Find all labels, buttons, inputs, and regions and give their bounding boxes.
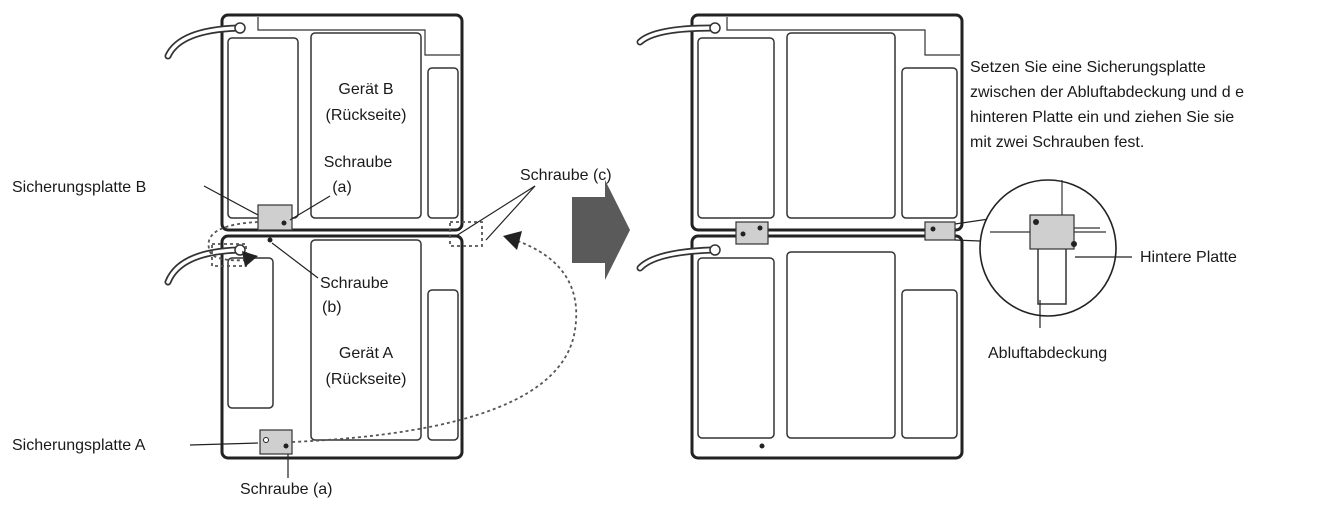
- screw-c-label: Schraube (c): [520, 167, 612, 184]
- unit-b-top-rail: [257, 17, 460, 56]
- assembled-top-left-panel: [697, 37, 775, 219]
- unit-a-label-line1: Gerät A: [339, 345, 394, 362]
- unit-a-label-line2: (Rückseite): [326, 371, 407, 388]
- unit-b: [164, 13, 464, 232]
- assembled-top-center-panel: [786, 32, 896, 219]
- plate-b-label: Sicherungsplatte B: [12, 179, 146, 196]
- unit-a-right-panel: [427, 289, 459, 441]
- instruction-line-4: mit zwei Schrauben fest.: [970, 134, 1144, 151]
- screw-a-top-label-line1: Schraube: [324, 154, 393, 171]
- plate-b-move-arrowhead: [242, 251, 258, 267]
- unit-b-hose-port: [234, 22, 246, 34]
- screw-a-top-label-line2: (a): [332, 179, 352, 196]
- left-assembly: Gerät B (Rückseite) Schraube (a) Sicheru…: [12, 13, 612, 498]
- exhaust-cover-label: Abluftabdeckung: [988, 345, 1107, 362]
- instruction-line-3: hinteren Platte ein und ziehen Sie sie: [970, 109, 1234, 126]
- assembled-bottom-center-panel: [786, 251, 896, 439]
- zoom-detail: [979, 179, 1117, 317]
- right-assembly: Hintere Platte Abluftabdeckung Setzen Si…: [636, 13, 1244, 460]
- rear-panel-label: Hintere Platte: [1140, 249, 1237, 266]
- unit-b-right-panel: [427, 67, 459, 219]
- unit-b-label-line2: (Rückseite): [326, 107, 407, 124]
- assembled-bottom-right-panel: [901, 289, 958, 439]
- screw-b-label-line2: (b): [322, 299, 342, 316]
- screw-a-bottom-label: Schraube (a): [240, 481, 333, 498]
- unit-b-left-panel: [227, 37, 299, 219]
- plate-a-dashed-target: [449, 221, 483, 247]
- unit-b-center-panel: [310, 32, 422, 219]
- plate-a-label: Sicherungsplatte A: [12, 437, 146, 454]
- plate-b-move-path: [207, 221, 259, 262]
- screw-a-top: [281, 220, 287, 226]
- unit-b-label-line1: Gerät B: [338, 81, 393, 98]
- unit-a-center-panel: [310, 239, 422, 441]
- screw-a-bottom: [283, 443, 289, 449]
- step-arrow-icon: [572, 180, 630, 280]
- unit-a-left-panel: [227, 257, 274, 409]
- plate-a-move-arrowhead: [503, 231, 522, 250]
- instruction-line-1: Setzen Sie eine Sicherungsplatte: [970, 59, 1206, 76]
- assembled-unit-bottom: [636, 234, 964, 460]
- unit-a: [164, 234, 464, 460]
- securing-plate-b: [257, 204, 293, 231]
- instruction-line-2: zwischen der Abluftabdeckung und d e: [970, 84, 1244, 101]
- assembled-bottom-left-panel: [697, 257, 775, 439]
- fitted-plate-right: [924, 221, 956, 241]
- screw-b-label-line1: Schraube: [320, 275, 389, 292]
- assembled-top-right-panel: [901, 67, 958, 219]
- plate-a-move-path: [291, 239, 578, 443]
- screw-b: [267, 237, 273, 243]
- instruction-text: Setzen Sie eine Sicherungsplatte zwische…: [970, 59, 1244, 151]
- assembled-unit-top: [636, 13, 964, 232]
